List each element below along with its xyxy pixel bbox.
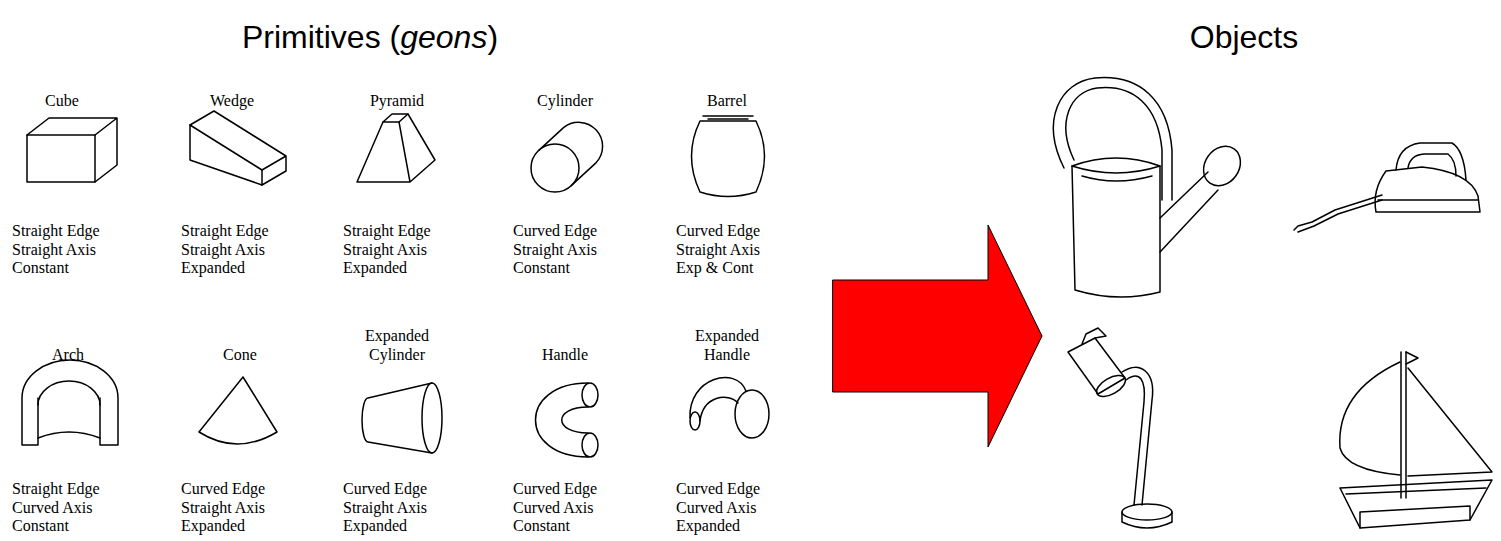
- pyramid-geon: [383, 114, 408, 122]
- cube-geon: [27, 118, 117, 182]
- geon-name: Arch: [18, 346, 118, 365]
- pyramid-geon: [357, 114, 435, 182]
- sailboat: [1408, 368, 1492, 476]
- watering-can: [1066, 88, 1162, 200]
- geon-attributes: Curved Edge Straight Axis Constant: [513, 222, 613, 278]
- watering-can: [1072, 166, 1160, 297]
- geon-name: Handle: [515, 346, 615, 365]
- heading: Primitives (geons): [242, 18, 498, 56]
- geon-name: Cone: [190, 346, 290, 365]
- pyramid-geon: [357, 114, 435, 182]
- barrel-geon: [703, 116, 753, 119]
- cylinder-geon: [531, 122, 603, 192]
- desk-lamp: [1082, 328, 1106, 344]
- wedge-geon: [190, 111, 286, 185]
- wedge-geon: [190, 111, 286, 185]
- barrel-geon: [692, 121, 765, 197]
- sailboat: [1340, 362, 1400, 475]
- geon-attributes: Curved Edge Straight Axis Exp & Cont: [676, 222, 776, 278]
- geon-attributes: Straight Edge Straight Axis Expanded: [343, 222, 443, 278]
- iron: [1408, 154, 1456, 176]
- watering-can: [1196, 139, 1248, 193]
- geon-attributes: Curved Edge Straight Axis Expanded: [343, 480, 443, 536]
- expanded-handle-geon: [735, 390, 769, 438]
- handle-geon: [582, 383, 598, 407]
- geon-attributes: Straight Edge Straight Axis Constant: [12, 222, 112, 278]
- geon-name: Expanded Handle: [677, 327, 777, 364]
- cube-geon: [27, 118, 117, 182]
- handle-geon: [582, 433, 598, 457]
- desk-lamp: [1068, 338, 1125, 394]
- iron: [1375, 167, 1480, 212]
- handle-geon: [536, 383, 589, 457]
- watering-can: [1053, 78, 1172, 200]
- expanded-handle-geon: [690, 378, 746, 421]
- cone-geon: [199, 377, 277, 444]
- expanded-handle-geon: [690, 412, 700, 430]
- arch-geon: [22, 360, 118, 445]
- desk-lamp: [1068, 328, 1172, 528]
- iron: [1294, 195, 1382, 232]
- iron: [1294, 143, 1480, 232]
- sailboat: [1340, 352, 1492, 528]
- cylinder-geon: [539, 122, 603, 185]
- sailboat: [1340, 480, 1492, 528]
- arch-geon: [38, 398, 100, 438]
- arch-geon: [22, 360, 118, 445]
- sailboat: [1401, 352, 1406, 498]
- geon-name: Barrel: [677, 92, 777, 111]
- handle-geon: [536, 383, 599, 457]
- geon-attributes: Straight Edge Curved Axis Constant: [12, 480, 112, 536]
- watering-can: [1160, 172, 1218, 252]
- cube-geon: [27, 135, 95, 182]
- expanded-cylinder-geon: [422, 383, 442, 453]
- watering-can: [1082, 176, 1152, 181]
- iron: [1378, 199, 1478, 201]
- geon-name: Cylinder: [515, 92, 615, 111]
- desk-lamp: [1122, 504, 1172, 520]
- sailboat: [1346, 488, 1486, 528]
- geon-name: Cube: [12, 92, 112, 111]
- red-arrow: [833, 225, 1042, 447]
- geon-name: Pyramid: [347, 92, 447, 111]
- heading: Objects: [1190, 18, 1298, 56]
- geon-name: Expanded Cylinder: [347, 327, 447, 364]
- iron: [1396, 143, 1466, 180]
- watering-can: [1072, 158, 1160, 173]
- geon-attributes: Curved Edge Straight Axis Expanded: [181, 480, 281, 536]
- expanded-cylinder-geon: [362, 383, 442, 453]
- red-arrow: [833, 225, 1042, 447]
- geon-name: Wedge: [182, 92, 282, 111]
- geon-attributes: Curved Edge Curved Axis Expanded: [676, 480, 776, 536]
- expanded-cylinder-geon: [362, 383, 432, 453]
- expanded-handle-geon: [690, 378, 769, 438]
- cone-geon: [199, 377, 277, 444]
- geon-attributes: Curved Edge Curved Axis Constant: [513, 480, 613, 536]
- desk-lamp: [1093, 371, 1129, 401]
- desk-lamp: [1122, 367, 1153, 505]
- barrel-geon: [692, 116, 765, 197]
- watering-can: [1053, 78, 1247, 297]
- sailboat: [1406, 352, 1418, 364]
- geon-attributes: Straight Edge Straight Axis Expanded: [181, 222, 281, 278]
